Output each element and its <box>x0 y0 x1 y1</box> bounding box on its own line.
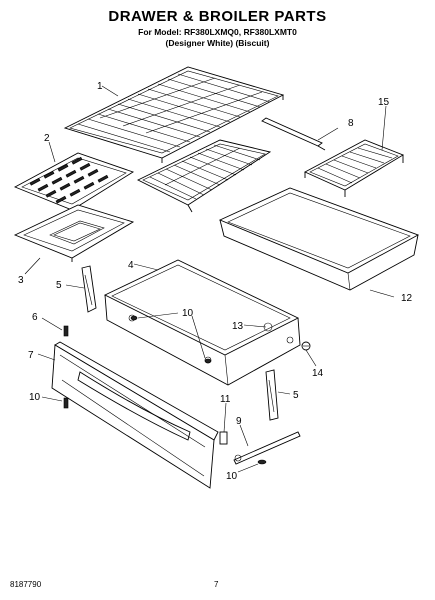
drawer-slide-part-5-left <box>81 265 97 313</box>
color-line: (Designer White) (Biscuit) <box>165 38 270 48</box>
callout-4: 4 <box>128 260 134 271</box>
diagram-title: DRAWER & BROILER PARTS <box>108 8 327 25</box>
callout-2: 2 <box>44 133 50 144</box>
oven-rack-part-1 <box>63 66 285 163</box>
screw-part-10-bottom <box>257 459 267 465</box>
drawer-body-part-4 <box>103 259 301 386</box>
callout-7: 7 <box>28 350 34 361</box>
document-number: 8187790 <box>10 580 42 589</box>
callout-3: 3 <box>18 275 24 286</box>
callout-15: 15 <box>378 97 390 108</box>
drawer-front-part-7 <box>51 341 219 489</box>
screw-part-14 <box>301 341 311 351</box>
oven-rack-lower <box>136 139 272 213</box>
callout-5-right: 5 <box>293 390 299 401</box>
drawer-slide-part-5-right <box>265 369 279 421</box>
callout-11: 11 <box>220 394 231 405</box>
model-line: For Model: RF380LXMQ0, RF380LXMT0 <box>138 27 297 37</box>
callout-9: 9 <box>236 416 242 427</box>
callout-labels: 1 2 3 4 5 5 6 7 8 9 10 10 10 11 12 13 14… <box>18 81 413 482</box>
rod-part-9 <box>233 431 301 465</box>
clip-part-11 <box>219 431 228 445</box>
leader-lines <box>24 85 395 473</box>
callout-5-left: 5 <box>56 280 62 291</box>
callout-13: 13 <box>232 321 244 332</box>
screw-part-6 <box>63 325 69 337</box>
small-rack-part-15 <box>303 139 405 197</box>
callout-1: 1 <box>97 81 103 92</box>
drawer-pan-part-12 <box>218 187 420 291</box>
callout-6: 6 <box>32 312 38 323</box>
callout-10-left: 10 <box>29 392 41 403</box>
broiler-pan-part-3 <box>13 204 135 262</box>
callout-10-bottom: 10 <box>226 471 238 482</box>
callout-14: 14 <box>312 368 324 379</box>
callout-10-drawer: 10 <box>182 308 194 319</box>
broiler-grid-part-2 <box>13 152 135 211</box>
rack-slide-part-8 <box>261 117 326 151</box>
callout-12: 12 <box>401 293 413 304</box>
page-number: 7 <box>214 580 219 589</box>
screw-part-10-left <box>63 397 69 409</box>
callout-8: 8 <box>348 118 354 129</box>
screw-part-10-drawer <box>130 315 212 364</box>
